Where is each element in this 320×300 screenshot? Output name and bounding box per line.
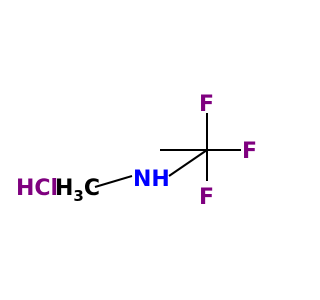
methyl-c: C bbox=[84, 176, 100, 201]
bond-ch3-n bbox=[94, 175, 133, 188]
methyl-h: H bbox=[55, 176, 73, 201]
fluorine-right-label: F bbox=[242, 139, 257, 164]
molecule-drawing: HCl H3C NH F F F bbox=[16, 92, 257, 210]
structure-diagram: HCl H3C NH F F F bbox=[16, 92, 258, 210]
methyl-subscript: 3 bbox=[73, 187, 83, 205]
fluorine-bottom-label: F bbox=[199, 185, 214, 210]
methyl-label: H3C bbox=[55, 176, 100, 205]
bond-n-ch2 bbox=[168, 149, 208, 177]
fluorine-top-label: F bbox=[199, 92, 214, 117]
nh-label: NH bbox=[133, 167, 170, 192]
hcl-label: HCl bbox=[16, 176, 58, 201]
